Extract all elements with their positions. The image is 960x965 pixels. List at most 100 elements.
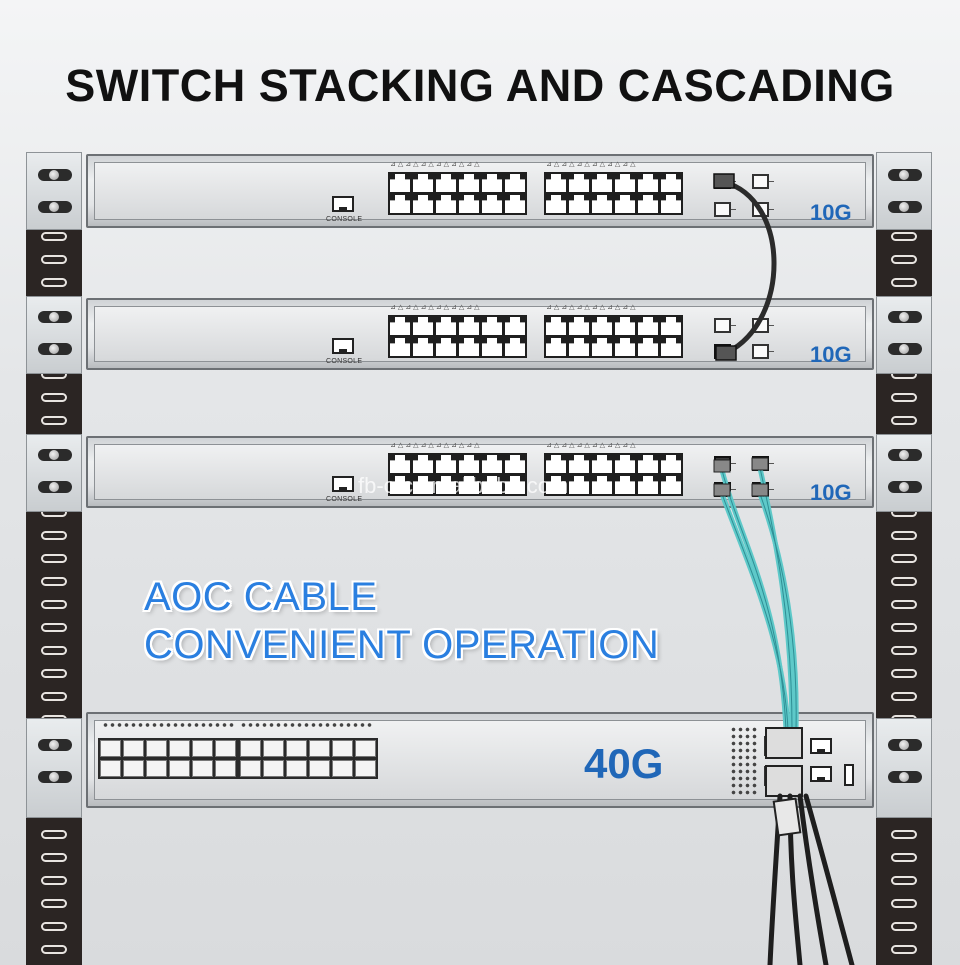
rj45-port: [638, 195, 658, 213]
rj45-port: [569, 476, 589, 494]
console-label: CONSOLE: [326, 358, 363, 365]
rj45-port: [413, 455, 433, 473]
qsfp-port: [240, 760, 261, 777]
rj45-port: [482, 174, 502, 192]
rj45-port: [615, 476, 635, 494]
screw-icon: [38, 739, 72, 751]
qsfp-port: [123, 740, 144, 757]
mount-bracket: [876, 718, 932, 818]
rail-slot: [41, 278, 67, 287]
mount-bracket: [26, 296, 82, 374]
screw-icon: [38, 169, 72, 181]
rail-slot: [41, 945, 67, 954]
console-port-icon: [332, 338, 354, 354]
sfp-port: [714, 202, 736, 217]
speed-label: 10G: [810, 342, 852, 367]
rj45-port: [661, 455, 681, 473]
qsfp-port: [240, 740, 261, 757]
rj45-port: [615, 455, 635, 473]
mount-bracket: [876, 434, 932, 512]
rail-slot: [41, 393, 67, 402]
mount-bracket: [26, 152, 82, 230]
speed-label: 10G: [810, 480, 852, 505]
rail-slot: [41, 416, 67, 425]
rail-slot: [41, 255, 67, 264]
rail-slot: [41, 623, 67, 632]
rj45-port: [436, 317, 456, 335]
rail-slot: [41, 669, 67, 678]
rail-slot: [41, 922, 67, 931]
screw-icon: [888, 771, 922, 783]
rj45-port: [569, 195, 589, 213]
qsfp-port: [192, 760, 213, 777]
aoc-connector: [713, 483, 731, 497]
console-label: CONSOLE: [326, 216, 363, 223]
rail-slot: [41, 646, 67, 655]
rail-slot: [891, 232, 917, 241]
screw-icon: [888, 201, 922, 213]
rj45-port: [505, 476, 525, 494]
screw-icon: [888, 449, 922, 461]
dac-connector: [713, 173, 735, 189]
rj45-port: [505, 174, 525, 192]
rj45-port: [482, 455, 502, 473]
rail-slot: [891, 692, 917, 701]
rj45-port: [661, 338, 681, 356]
rail-slot: [41, 692, 67, 701]
callout-line-2: CONVENIENT OPERATION: [144, 623, 660, 667]
dac-stacking-cable: [721, 179, 777, 355]
management-port-icon: [810, 766, 832, 782]
aoc-cable: [719, 467, 789, 733]
rj45-port: [413, 317, 433, 335]
rail-slot: [891, 600, 917, 609]
rj45-port-block: [388, 453, 527, 496]
port-led-row: ⊿△⊿△⊿△⊿△⊿△⊿△: [546, 303, 638, 311]
status-led-row: [102, 722, 236, 728]
switch-10g-3: ⊿△⊿△⊿△⊿△⊿△⊿△ ⊿△⊿△⊿△⊿△⊿△⊿△ CONSOLE 10G: [86, 436, 874, 508]
qsfp-port: [263, 740, 284, 757]
qsfp-port: [263, 760, 284, 777]
rj45-port: [413, 174, 433, 192]
rj45-port: [615, 195, 635, 213]
switch-40g-core: 40G: [86, 712, 874, 808]
rail-slot: [891, 945, 917, 954]
sfp-port: [752, 174, 774, 189]
qsfp-port-block: [238, 738, 378, 779]
rj45-port: [638, 338, 658, 356]
rj45-port: [661, 174, 681, 192]
rj45-port: [592, 338, 612, 356]
rj45-port: [615, 317, 635, 335]
rail-slot: [891, 416, 917, 425]
rail-slot: [41, 232, 67, 241]
rail-slot: [41, 577, 67, 586]
port-led-row: ⊿△⊿△⊿△⊿△⊿△⊿△: [390, 160, 482, 168]
speed-label: 10G: [810, 200, 852, 225]
rj45-port: [413, 195, 433, 213]
qsfp-port: [215, 740, 236, 757]
screw-icon: [38, 311, 72, 323]
mount-bracket: [876, 296, 932, 374]
rj45-port: [546, 174, 566, 192]
rj45-port: [569, 338, 589, 356]
qsfp-port: [332, 740, 353, 757]
rj45-port: [459, 317, 479, 335]
watermark: fb-ofc.en.alibaba.com: [358, 473, 569, 498]
rj45-port: [459, 174, 479, 192]
rj45-port: [592, 455, 612, 473]
rail-slot: [891, 876, 917, 885]
rj45-port-block: [388, 172, 527, 215]
rack-rail-right: [876, 152, 932, 965]
qsfp-port: [332, 760, 353, 777]
status-led-grid: [730, 726, 758, 796]
rj45-port: [546, 338, 566, 356]
page-title: SWITCH STACKING AND CASCADING: [65, 60, 895, 111]
rail-slot: [41, 531, 67, 540]
aoc-connector: [713, 459, 731, 473]
rj45-port: [436, 195, 456, 213]
qsfp-port: [100, 740, 121, 757]
sfp-port: [752, 344, 774, 359]
rj45-port: [436, 455, 456, 473]
screw-icon: [38, 201, 72, 213]
rj45-port: [638, 174, 658, 192]
qsfp-port: [146, 740, 167, 757]
